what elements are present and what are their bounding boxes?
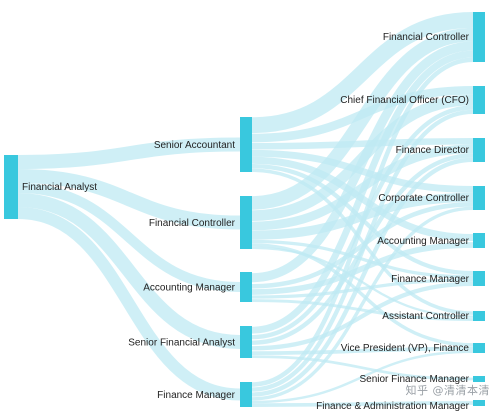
sankey-links bbox=[17, 11, 474, 407]
node-bar-sa bbox=[240, 117, 252, 172]
flow-link-fa-am bbox=[17, 183, 241, 292]
flow-link-fm-fd bbox=[251, 157, 474, 397]
target-label-assistant-controller: Assistant Controller bbox=[382, 311, 469, 322]
node-bar-am bbox=[240, 272, 252, 302]
target-label-finance-director: Finance Director bbox=[396, 145, 470, 156]
flow-link-fa-sa bbox=[17, 137, 241, 169]
target-label-finance-admin-manager: Finance & Administration Manager bbox=[316, 401, 470, 412]
target-label-senior-finance-manager: Senior Finance Manager bbox=[359, 374, 469, 385]
flow-link-fm-cfo bbox=[251, 109, 474, 392]
flow-link-sfa-sfm bbox=[251, 355, 474, 381]
flow-link-am-fm bbox=[251, 278, 474, 299]
flow-link-fc-fm bbox=[251, 239, 474, 279]
sankey-nodes bbox=[4, 12, 485, 407]
flow-link-fm-fc bbox=[251, 57, 474, 387]
target-label-finance-manager: Finance Manager bbox=[391, 274, 469, 285]
flow-link-sfa-vp bbox=[251, 346, 474, 356]
flow-link-fc-ac bbox=[251, 246, 474, 318]
flow-link-fc-fc bbox=[251, 27, 474, 210]
node-bar-sfa bbox=[240, 326, 252, 358]
node-bar-target-cfo bbox=[473, 86, 485, 114]
flow-link-am-ac bbox=[251, 299, 474, 321]
node-bar-fm bbox=[240, 382, 252, 407]
flow-link-fm-cc bbox=[251, 206, 474, 401]
flow-link-sfa-fc bbox=[251, 50, 474, 334]
target-label-financial-controller: Financial Controller bbox=[383, 32, 470, 43]
source-label-financial-analyst: Financial Analyst bbox=[22, 182, 97, 193]
flow-link-sfa-fm bbox=[251, 281, 474, 351]
node-bar-target-fc bbox=[473, 12, 485, 62]
node-bar-target-fam bbox=[473, 400, 485, 406]
node-bar-target-fm bbox=[473, 271, 485, 286]
node-bar-target-am bbox=[473, 233, 485, 248]
flow-link-sa-fc bbox=[251, 11, 474, 134]
node-bar-target-cc bbox=[473, 186, 485, 210]
flow-link-fc-vp bbox=[251, 243, 474, 347]
middle-label-senior-financial-analyst: Senior Financial Analyst bbox=[128, 338, 235, 349]
flow-link-fa-fc bbox=[17, 169, 241, 230]
node-bar-target-ac bbox=[473, 311, 485, 321]
target-label-vp-finance: Vice President (VP), Finance bbox=[341, 343, 470, 354]
flow-link-am-am bbox=[251, 242, 474, 295]
node-bar-target-vp bbox=[473, 343, 485, 353]
flow-link-sa-ac bbox=[251, 168, 474, 315]
middle-label-financial-controller: Financial Controller bbox=[149, 218, 236, 229]
node-bar-target-fd bbox=[473, 138, 485, 162]
target-label-cfo: Chief Financial Officer (CFO) bbox=[340, 95, 469, 106]
flow-link-fm-vp bbox=[251, 350, 474, 404]
target-label-accounting-manager: Accounting Manager bbox=[377, 236, 469, 247]
node-bar-target-sfm bbox=[473, 376, 485, 382]
watermark: 知乎 @清清本清 bbox=[405, 384, 490, 397]
middle-label-senior-accountant: Senior Accountant bbox=[154, 140, 235, 151]
flow-link-fa-fm bbox=[17, 207, 241, 401]
flow-link-fm-fam bbox=[251, 401, 474, 407]
target-label-corporate-controller: Corporate Controller bbox=[378, 193, 469, 204]
middle-label-accounting-manager: Accounting Manager bbox=[143, 283, 235, 294]
node-bar-fa bbox=[4, 155, 18, 219]
flow-link-sa-fd bbox=[251, 138, 474, 150]
flow-link-am-fc bbox=[251, 41, 474, 283]
middle-label-finance-manager: Finance Manager bbox=[157, 390, 235, 401]
node-bar-fc bbox=[240, 196, 252, 249]
flow-link-fa-sfa bbox=[17, 193, 241, 349]
